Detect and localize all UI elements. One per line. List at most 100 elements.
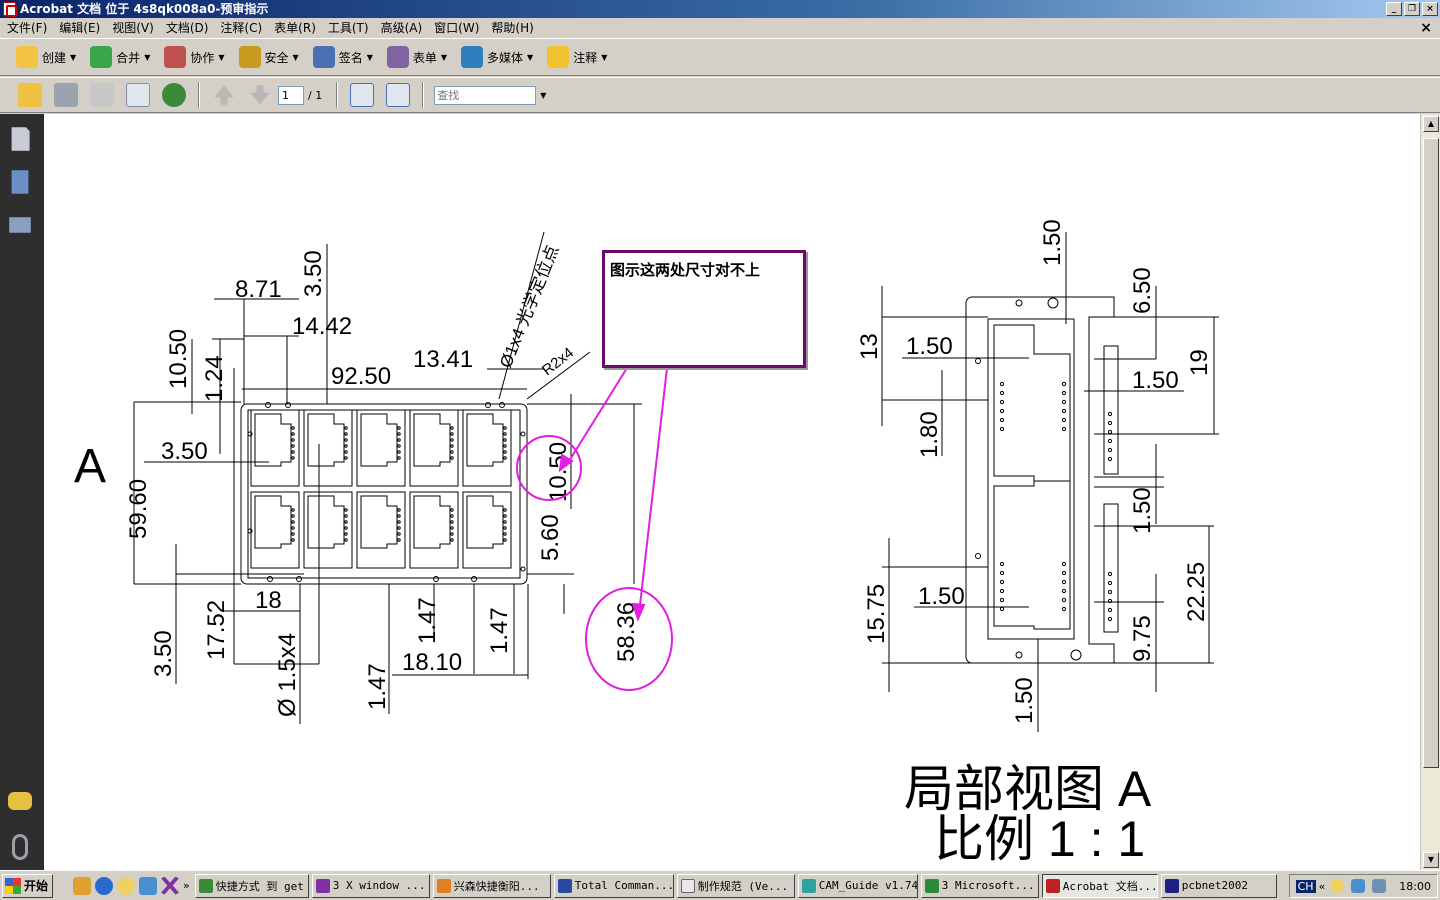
pcb-pad: [397, 508, 401, 512]
right-dimension-text: 1.50 6.50 13 1.50 19 1.50 1.80 1.50 1.50…: [856, 219, 1213, 867]
forms-button[interactable]: 表单▼: [381, 42, 453, 72]
task-total-commander[interactable]: Total Comman...: [553, 873, 674, 898]
find-dropdown-icon[interactable]: ▼: [540, 90, 547, 100]
left-dimension-lines: [133, 231, 642, 724]
clock[interactable]: 18:00: [1399, 879, 1431, 893]
menu-view[interactable]: 视图(V): [112, 21, 154, 35]
detail-pad: [1061, 381, 1067, 387]
detail-pad: [1107, 589, 1113, 595]
previous-page-icon[interactable]: [214, 85, 234, 105]
tray-clock-icon[interactable]: [1330, 879, 1345, 893]
multimedia-button[interactable]: 多媒体▼: [455, 42, 539, 72]
task-label: Total Comman...: [574, 879, 674, 892]
multimedia-label: 多媒体: [487, 50, 524, 65]
page-total: / 1: [308, 88, 323, 102]
secure-button[interactable]: 安全▼: [233, 42, 305, 72]
dim-text: 18: [255, 587, 282, 614]
fit-width-icon[interactable]: [350, 83, 375, 107]
scroll-thumb[interactable]: [1423, 138, 1439, 768]
task-shortcut-get[interactable]: 快捷方式 到 get: [194, 873, 309, 898]
signatures-icon[interactable]: [9, 217, 31, 233]
fit-page-icon[interactable]: [386, 83, 411, 107]
web-icon[interactable]: [162, 83, 186, 107]
dim-text: 1.47: [486, 607, 513, 654]
save-icon[interactable]: [90, 83, 114, 107]
pcb-cell-frame: [303, 409, 353, 487]
comments-pane-icon[interactable]: [8, 792, 32, 810]
attachments-icon[interactable]: [12, 834, 28, 860]
menu-advanced[interactable]: 高级(A): [380, 21, 423, 35]
task-x-window[interactable]: 3 X window ...: [311, 873, 430, 898]
xwin-app-icon[interactable]: [161, 876, 180, 895]
tray-monitor-icon[interactable]: [1372, 879, 1387, 893]
menu-forms[interactable]: 表单(R): [274, 21, 316, 35]
pcb-pad: [450, 426, 454, 430]
task-spec[interactable]: 制作规范 (Ve...: [676, 873, 795, 898]
network-app-icon[interactable]: [139, 876, 158, 895]
fiducials: [247, 402, 526, 582]
pcb-pad: [291, 508, 295, 512]
menu-help[interactable]: 帮助(H): [491, 21, 534, 35]
pages-icon[interactable]: [11, 127, 30, 151]
lock-icon: [238, 46, 261, 68]
open-folder-icon[interactable]: [18, 83, 42, 107]
pcb-cell-frame: [462, 409, 512, 487]
detail-pad: [1061, 606, 1067, 612]
scroll-up-icon[interactable]: ▲: [1423, 116, 1439, 132]
email-icon[interactable]: [126, 83, 150, 107]
menu-tools[interactable]: 工具(T): [327, 21, 369, 35]
restore-button[interactable]: ❐: [1404, 2, 1420, 16]
dim-text: 1.50: [1132, 367, 1179, 394]
task-microsoft[interactable]: 3 Microsoft...: [920, 873, 1039, 898]
menu-document[interactable]: 文档(D): [165, 21, 209, 35]
pcb-pad: [503, 538, 507, 542]
scroll-down-icon[interactable]: ▼: [1423, 852, 1439, 868]
collaborate-button[interactable]: 协作▼: [158, 42, 230, 72]
combine-button[interactable]: 合并▼: [84, 42, 156, 72]
comment-button[interactable]: 注释▼: [541, 42, 613, 72]
pcb-cell-frame: [250, 491, 300, 569]
quicklaunch-app-icon[interactable]: [73, 876, 92, 895]
pcb-pad: [450, 450, 454, 454]
document-view[interactable]: 8.71 3.50 14.42 10.50 1.24 92.50 13.41 R…: [44, 114, 1420, 870]
quicklaunch-more-icon[interactable]: »: [183, 879, 190, 892]
detail-pad: [1061, 408, 1067, 414]
clock-app-icon[interactable]: [117, 876, 136, 895]
menu-edit[interactable]: 编辑(E): [59, 21, 101, 35]
task-pcbnet[interactable]: pcbnet2002: [1160, 873, 1277, 898]
print-icon[interactable]: [54, 83, 78, 107]
page-number-input[interactable]: [278, 85, 304, 105]
language-indicator[interactable]: CH: [1295, 879, 1316, 893]
menu-file[interactable]: 文件(F): [7, 21, 48, 35]
detail-pad: [1107, 598, 1113, 604]
create-button[interactable]: 创建▼: [10, 42, 82, 72]
bookmarks-icon[interactable]: [11, 170, 29, 194]
minimize-button[interactable]: _: [1386, 2, 1402, 16]
start-button[interactable]: 开始: [2, 873, 54, 898]
task-acrobat[interactable]: Acrobat 文档...: [1041, 873, 1158, 898]
ie-icon[interactable]: [95, 876, 114, 895]
task-xingsen[interactable]: 兴森快捷衡阳...: [432, 873, 551, 898]
menu-window[interactable]: 窗口(W): [434, 21, 480, 35]
review-comment-box[interactable]: 图示这两处尺寸对不上: [602, 250, 806, 368]
create-label: 创建: [42, 50, 67, 65]
dim-text: 3.50: [150, 630, 177, 677]
pcb-pad: [344, 538, 348, 542]
vertical-scrollbar[interactable]: ▲ ▼: [1420, 114, 1440, 870]
close-document-icon[interactable]: ×: [1420, 20, 1432, 36]
next-page-icon[interactable]: [250, 85, 270, 105]
close-window-button[interactable]: ×: [1422, 2, 1438, 16]
menu-comments[interactable]: 注释(C): [220, 21, 263, 35]
tray-network-icon[interactable]: [1351, 879, 1366, 893]
detail-pad: [999, 399, 1005, 405]
task-label: Acrobat 文档...: [1062, 879, 1158, 893]
pcb-cell: [254, 495, 292, 549]
find-input[interactable]: [434, 85, 537, 105]
pcb-cells: [250, 409, 512, 569]
tray-expand-icon[interactable]: «: [1318, 879, 1326, 893]
task-label: 3 Microsoft...: [941, 879, 1035, 892]
sign-button[interactable]: 签名▼: [307, 42, 379, 72]
task-cam-guide[interactable]: CAM_Guide v1.74: [797, 873, 918, 898]
pcb-cell: [466, 495, 504, 549]
dim-text: 17.52: [203, 600, 230, 660]
